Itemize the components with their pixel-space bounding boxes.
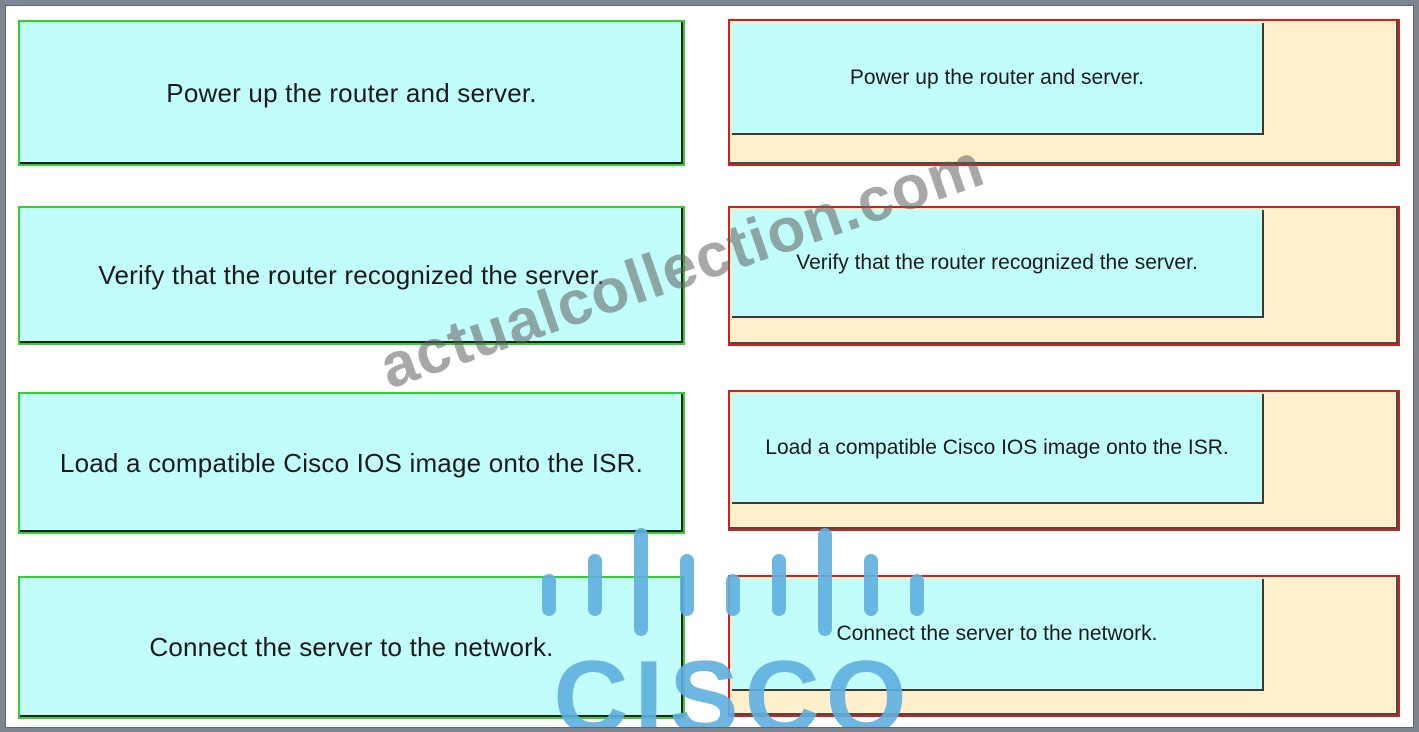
option-label: Connect the server to the network. [149, 632, 554, 662]
answer-label: Power up the router and server. [849, 66, 1145, 89]
option-connect-server[interactable]: Connect the server to the network. [18, 576, 685, 719]
option-label: Load a compatible Cisco IOS image onto t… [59, 447, 644, 478]
answer-label: Load a compatible Cisco IOS image onto t… [765, 436, 1229, 459]
cisco-logo-wordmark: CISCO [553, 640, 912, 728]
answer-slot-3[interactable]: Load a compatible Cisco IOS image onto t… [728, 390, 1400, 531]
answer-slot-1[interactable]: Power up the router and server. [728, 19, 1400, 166]
answer-label: Connect the server to the network. [836, 622, 1158, 645]
drag-drop-question-frame: Power up the router and server. Verify t… [5, 5, 1414, 728]
placed-answer-2[interactable]: Verify that the router recognized the se… [732, 210, 1264, 318]
placed-answer-1[interactable]: Power up the router and server. [732, 23, 1264, 135]
answer-label: Verify that the router recognized the se… [796, 251, 1198, 274]
option-label: Power up the router and server. [166, 77, 537, 108]
cisco-logo-icon: CISCO [542, 528, 924, 728]
answer-slot-2[interactable]: Verify that the router recognized the se… [728, 206, 1400, 346]
option-label: Verify that the router recognized the se… [98, 260, 605, 290]
option-verify-router[interactable]: Verify that the router recognized the se… [18, 206, 685, 345]
option-load-ios[interactable]: Load a compatible Cisco IOS image onto t… [18, 392, 685, 534]
option-power-up[interactable]: Power up the router and server. [18, 20, 685, 166]
placed-answer-3[interactable]: Load a compatible Cisco IOS image onto t… [732, 394, 1264, 504]
